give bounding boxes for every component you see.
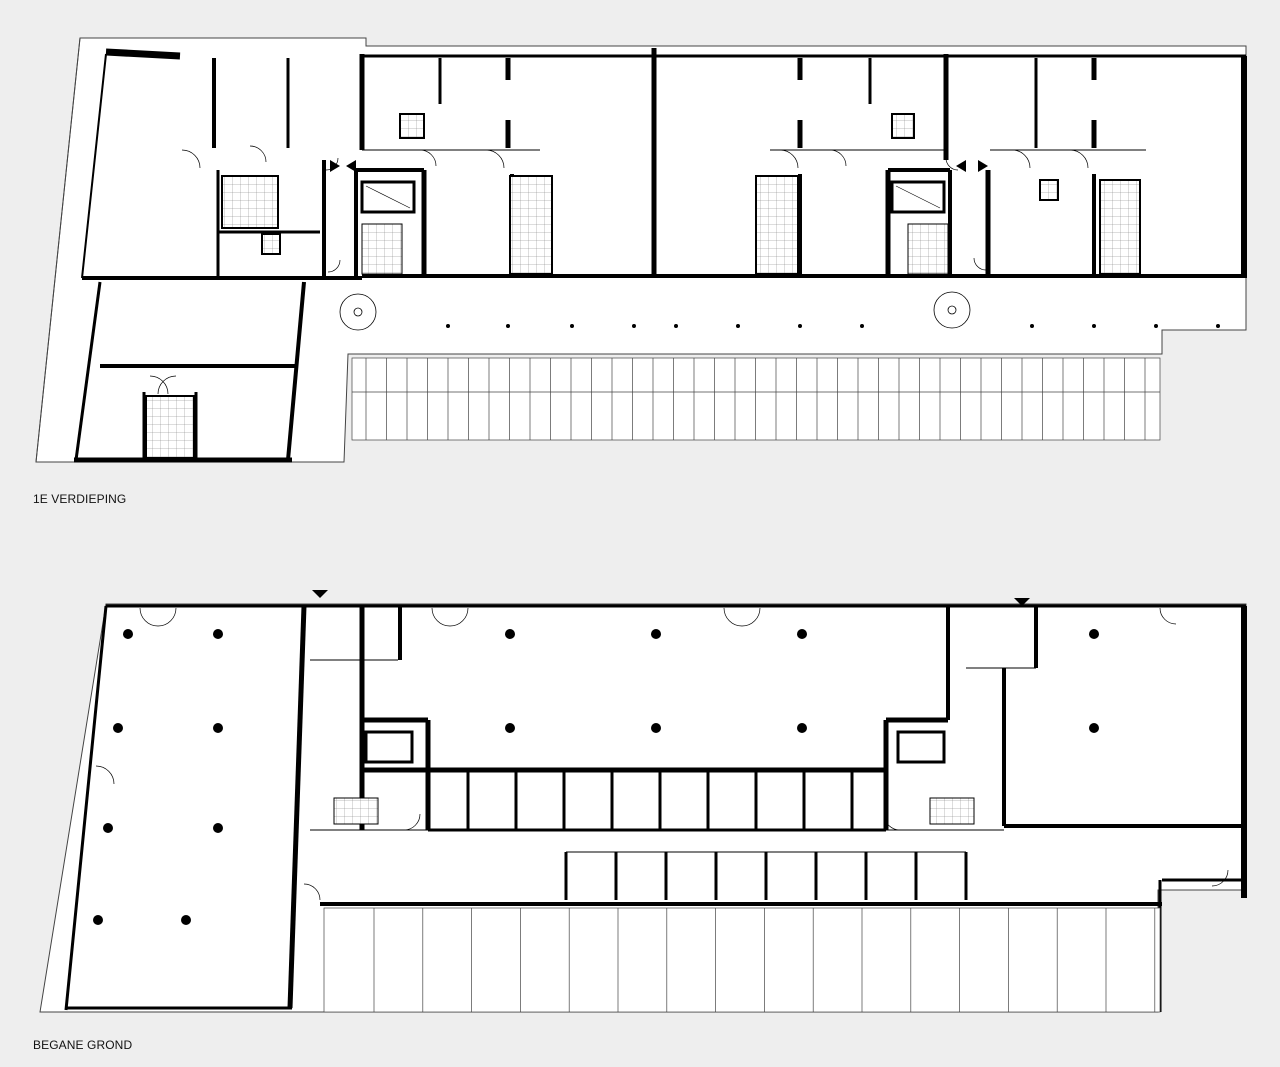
upper-exterior-walls (74, 48, 1247, 463)
upper-floor-label: 1E VERDIEPING (33, 492, 127, 506)
spiral-stair-icon (339, 291, 971, 331)
stair-icon (929, 797, 975, 825)
ground-floor-label: BEGANE GROND (33, 1038, 133, 1052)
ground-interior-walls (310, 606, 1244, 900)
upper-bathrooms (145, 113, 1141, 459)
ground-parking-strip (323, 907, 1161, 1013)
stair-icon (333, 797, 379, 825)
ground-stair-core-right (896, 730, 975, 825)
ground-stair-core-left (333, 730, 414, 825)
door-swing-icon (95, 607, 1229, 901)
elevator-icon (896, 730, 946, 764)
upper-floor-plan (35, 37, 1247, 463)
ground-exterior-walls (64, 604, 1247, 1012)
entrance-arrow-icon (312, 590, 1030, 606)
column-icon (93, 629, 1099, 925)
entrance-arrow-icon (330, 160, 988, 172)
upper-parking-strip (351, 357, 1161, 441)
stair-icon (361, 223, 403, 275)
ground-floor-plan (39, 590, 1247, 1013)
elevator-icon (364, 730, 414, 764)
upper-stair-core-right (890, 180, 949, 275)
upper-stair-core-left (360, 180, 416, 275)
door-swing-icon (149, 145, 1089, 395)
stair-icon (907, 223, 949, 275)
upper-gallery-columns (446, 324, 1220, 328)
upper-interior-walls (100, 48, 1146, 458)
ground-storage-units (466, 770, 918, 900)
